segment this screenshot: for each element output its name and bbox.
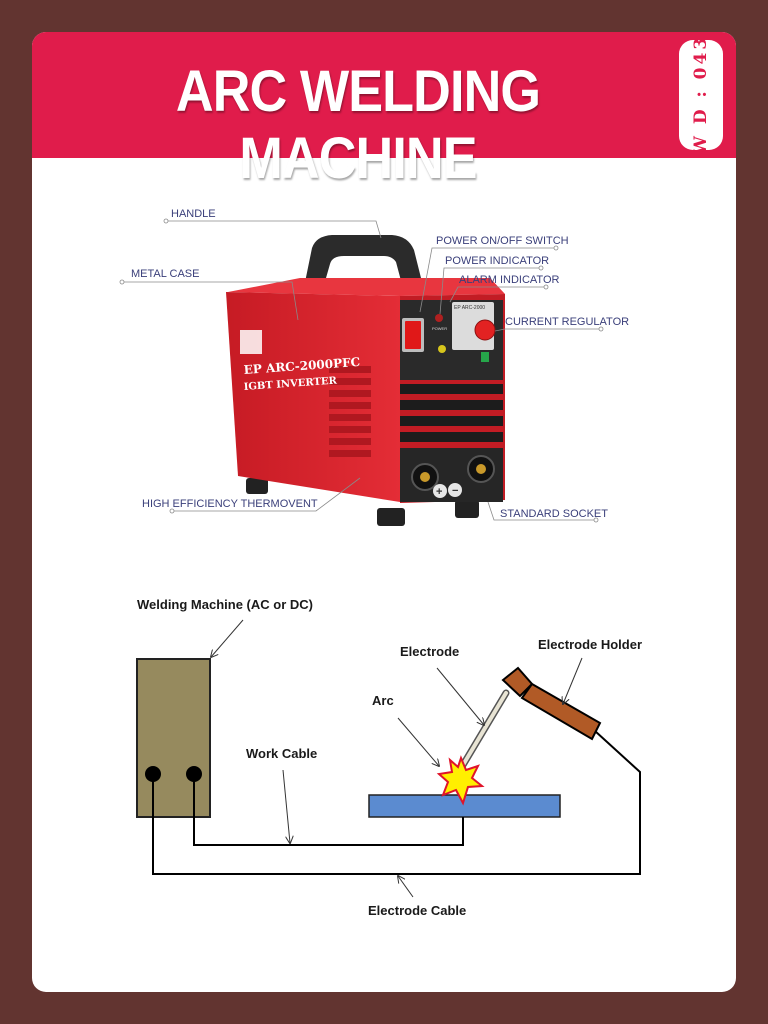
poster-card: ARC WELDING MACHINE W D : 043 — [32, 32, 736, 992]
label-standard-socket: STANDARD SOCKET — [500, 508, 608, 520]
label-metal-case: METAL CASE — [131, 268, 199, 280]
label-work-cable: Work Cable — [246, 746, 317, 761]
welding-machine-box — [136, 658, 211, 818]
thermovent — [329, 366, 371, 457]
svg-text:−: − — [452, 485, 458, 497]
metal-case — [226, 292, 400, 502]
plus-icon — [433, 484, 447, 498]
holder-clamp — [501, 666, 534, 698]
machine-foot — [246, 478, 268, 494]
machine-foot — [377, 508, 405, 526]
label-welding-machine: Welding Machine (AC or DC) — [137, 597, 313, 612]
holder-handle — [520, 682, 602, 741]
front-grille — [400, 384, 503, 442]
work-cable — [193, 774, 464, 846]
label-current-regulator: CURRENT REGULATOR — [505, 316, 629, 328]
machine-top — [228, 278, 505, 296]
minus-icon — [448, 483, 462, 497]
pointer-lines — [211, 619, 583, 898]
electrode-cable — [152, 730, 641, 875]
callout-lines — [122, 220, 601, 521]
power-indicator-icon — [435, 314, 443, 322]
machine-foot — [455, 500, 479, 518]
handle-icon — [303, 235, 424, 292]
arc-spark-icon — [436, 755, 485, 806]
label-electrode-cable: Electrode Cable — [368, 903, 466, 918]
callout-dots — [119, 218, 604, 523]
label-electrode-holder: Electrode Holder — [538, 637, 642, 652]
svg-text:+: + — [436, 486, 442, 498]
page-title: ARC WELDING MACHINE — [175, 59, 541, 191]
code-badge: W D : 043 — [679, 35, 723, 155]
alarm-indicator-icon — [438, 345, 446, 353]
label-electrode: Electrode — [400, 644, 459, 659]
label-handle: HANDLE — [171, 208, 216, 220]
small-indicator — [481, 352, 489, 362]
label-alarm-indicator: ALARM INDICATOR — [459, 274, 559, 286]
label-power-indicator: POWER INDICATOR — [445, 255, 549, 267]
panel-badge: EP ARC-2000 — [454, 305, 485, 311]
power-indicator-text: POWER — [432, 326, 447, 331]
current-knob-icon[interactable] — [474, 319, 496, 341]
header-banner: ARC WELDING MACHINE W D : 043 — [32, 32, 736, 191]
brand-logo — [240, 330, 262, 354]
label-power-switch: POWER ON/OFF SWITCH — [436, 235, 569, 247]
label-arc: Arc — [372, 693, 394, 708]
label-thermovent: HIGH EFFICIENCY THERMOVENT — [142, 498, 318, 510]
